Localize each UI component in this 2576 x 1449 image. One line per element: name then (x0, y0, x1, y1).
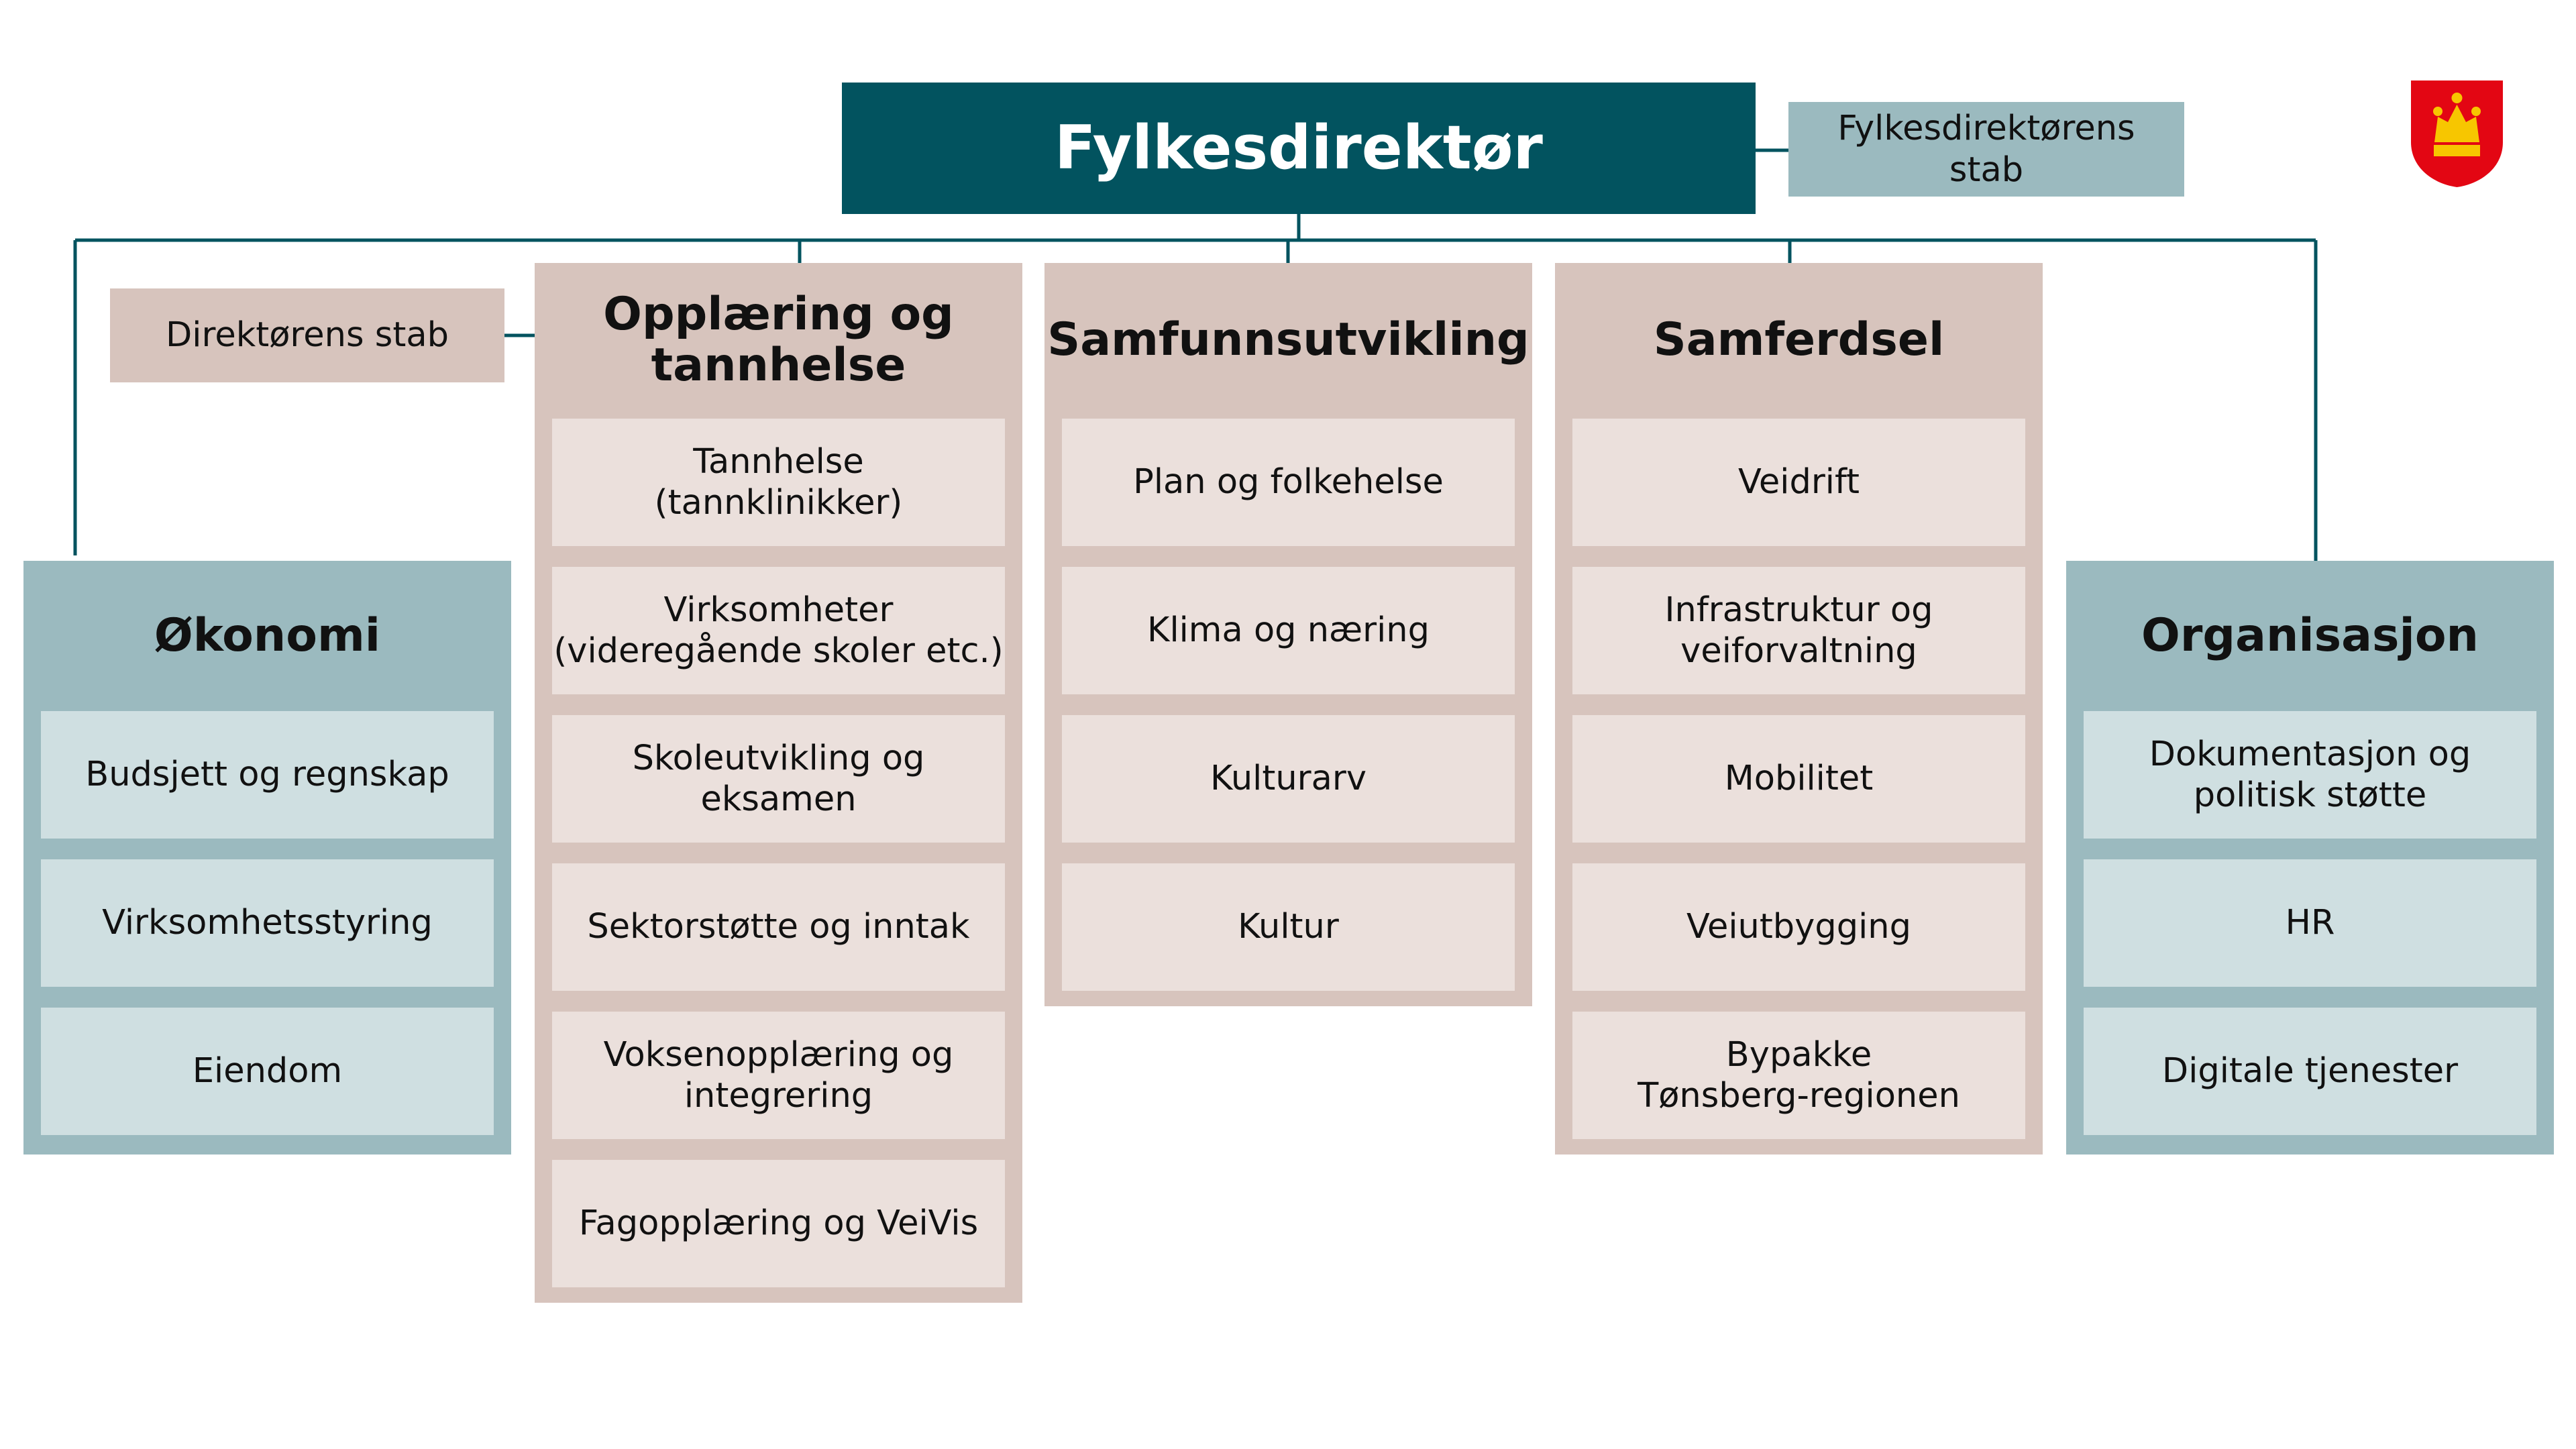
department-title: Samferdsel (1653, 313, 1945, 366)
department-samfunnsutvikling: Samfunnsutvikling Plan og folkehelse Kli… (1044, 263, 1532, 1006)
unit-box: Kultur (1062, 863, 1515, 991)
county-crown-shield-icon (2411, 80, 2503, 187)
unit-box: Kulturarv (1062, 715, 1515, 843)
department-organisasjon: Organisasjon Dokumentasjon og politisk s… (2066, 561, 2554, 1155)
unit-box: Bypakke Tønsberg-regionen (1572, 1012, 2025, 1139)
department-opplaering-tannhelse: Opplæring og tannhelse Tannhelse (tannkl… (535, 263, 1022, 1303)
unit-box: Voksenopplæring og integrering (552, 1012, 1005, 1139)
unit-box: Mobilitet (1572, 715, 2025, 843)
unit-box: Sektorstøtte og inntak (552, 863, 1005, 991)
department-samferdsel: Samferdsel Veidrift Infrastruktur og vei… (1555, 263, 2043, 1155)
department-okonomi: Økonomi Budsjett og regnskap Virksomhets… (23, 561, 511, 1155)
unit-box: Klima og næring (1062, 567, 1515, 694)
unit-box: Skoleutvikling og eksamen (552, 715, 1005, 843)
department-title: Organisasjon (2141, 608, 2479, 662)
directors-staff-label: Direktørens stab (166, 315, 449, 356)
unit-box: Veidrift (1572, 419, 2025, 546)
unit-box: Eiendom (41, 1008, 494, 1135)
unit-box: Plan og folkehelse (1062, 419, 1515, 546)
department-title: Økonomi (154, 608, 381, 662)
unit-box: Virksomhetsstyring (41, 859, 494, 987)
directors-staff-box: Direktørens stab (110, 288, 504, 382)
unit-box: Dokumentasjon og politisk støtte (2084, 711, 2536, 839)
director-box: Fylkesdirektør (842, 83, 1756, 214)
unit-box: Tannhelse (tannklinikker) (552, 419, 1005, 546)
unit-box: Budsjett og regnskap (41, 711, 494, 839)
unit-box: Fagopplæring og VeiVis (552, 1160, 1005, 1287)
unit-box: Virksomheter (videregående skoler etc.) (552, 567, 1005, 694)
unit-box: HR (2084, 859, 2536, 987)
department-title: Opplæring og tannhelse (603, 287, 954, 392)
director-staff-box: Fylkesdirektørens stab (1788, 102, 2184, 197)
unit-box: Infrastruktur og veiforvaltning (1572, 567, 2025, 694)
director-title: Fylkesdirektør (1055, 113, 1543, 183)
director-staff-label: Fylkesdirektørens stab (1837, 109, 2135, 190)
unit-box: Veiutbygging (1572, 863, 2025, 991)
department-title: Samfunnsutvikling (1047, 313, 1529, 366)
unit-box: Digitale tjenester (2084, 1008, 2536, 1135)
